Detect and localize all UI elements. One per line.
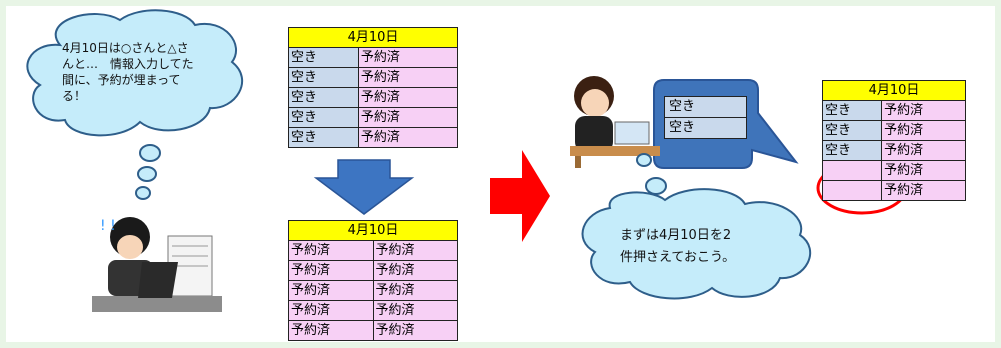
slot-cell: 予約済 <box>288 240 374 261</box>
slot-cell: 予約済 <box>372 300 458 321</box>
slot-cell: 予約済 <box>357 107 459 128</box>
slot-cell: 予約済 <box>881 180 966 201</box>
down-arrow <box>313 159 415 215</box>
slot-cell: 空き <box>288 127 359 148</box>
callout-slot-list: 空き 空き <box>664 96 747 139</box>
slot-cell: 予約済 <box>881 140 966 161</box>
schedule-table-right: 4月10日 空き予約済 空き予約済 空き予約済 予約済 予約済 <box>821 80 966 201</box>
schedule-table-before: 4月10日 空き予約済 空き予約済 空き予約済 空き予約済 空き予約済 <box>288 27 459 148</box>
slot-cell: 予約済 <box>357 67 459 88</box>
thought-bubble-small-3 <box>135 186 151 200</box>
slot-cell: 空き <box>288 87 359 108</box>
slot-cell <box>821 160 883 181</box>
slot-cell: 予約済 <box>288 300 374 321</box>
slot-cell: 空き <box>288 107 359 128</box>
slot-cell: 空き <box>821 100 883 121</box>
working-woman-illustration <box>570 76 660 168</box>
slot-cell: 予約済 <box>357 87 459 108</box>
stressed-worker-illustration: ! ! <box>92 217 222 312</box>
slot-cell: 空き <box>821 140 883 161</box>
callout-slot: 空き <box>664 117 747 139</box>
thought-text-left: 4月10日は○さんと△さ んと… 情報入力してた 間に、予約が埋まって る！ <box>62 41 194 103</box>
slot-cell: 空き <box>821 120 883 141</box>
thought-bubble-small-1 <box>139 144 161 162</box>
callout-slot: 空き <box>664 96 747 118</box>
slot-cell: 予約済 <box>881 120 966 141</box>
slot-cell: 空き <box>288 47 359 68</box>
table-title: 4月10日 <box>288 27 458 48</box>
slot-cell: 予約済 <box>357 47 459 68</box>
slot-cell: 予約済 <box>881 100 966 121</box>
thought-cloud-left <box>26 9 244 137</box>
slot-cell: 空き <box>288 67 359 88</box>
thought-bubble-small-2 <box>137 166 157 182</box>
schedule-table-after: 4月10日 予約済予約済 予約済予約済 予約済予約済 予約済予約済 予約済予約済 <box>288 220 458 341</box>
slot-cell: 予約済 <box>372 260 458 281</box>
thought-text-right: まずは4月10日を2 件押さえておこう。 <box>620 228 736 265</box>
slot-cell: 予約済 <box>372 240 458 261</box>
thought-cloud-right <box>581 188 812 300</box>
slot-cell <box>821 180 883 201</box>
slot-cell: 予約済 <box>357 127 459 148</box>
slot-cell: 予約済 <box>372 280 458 301</box>
table-title: 4月10日 <box>822 80 966 101</box>
table-title: 4月10日 <box>288 220 458 241</box>
thought-bubble-small-5 <box>645 177 667 195</box>
slot-cell: 予約済 <box>372 320 458 341</box>
slot-cell: 予約済 <box>881 160 966 181</box>
thought-bubble-small-4 <box>636 153 652 167</box>
svg-text:! !: ! ! <box>100 218 116 234</box>
slot-cell: 予約済 <box>288 260 374 281</box>
slot-cell: 予約済 <box>288 320 374 341</box>
right-arrow <box>490 150 550 242</box>
slot-cell: 予約済 <box>288 280 374 301</box>
